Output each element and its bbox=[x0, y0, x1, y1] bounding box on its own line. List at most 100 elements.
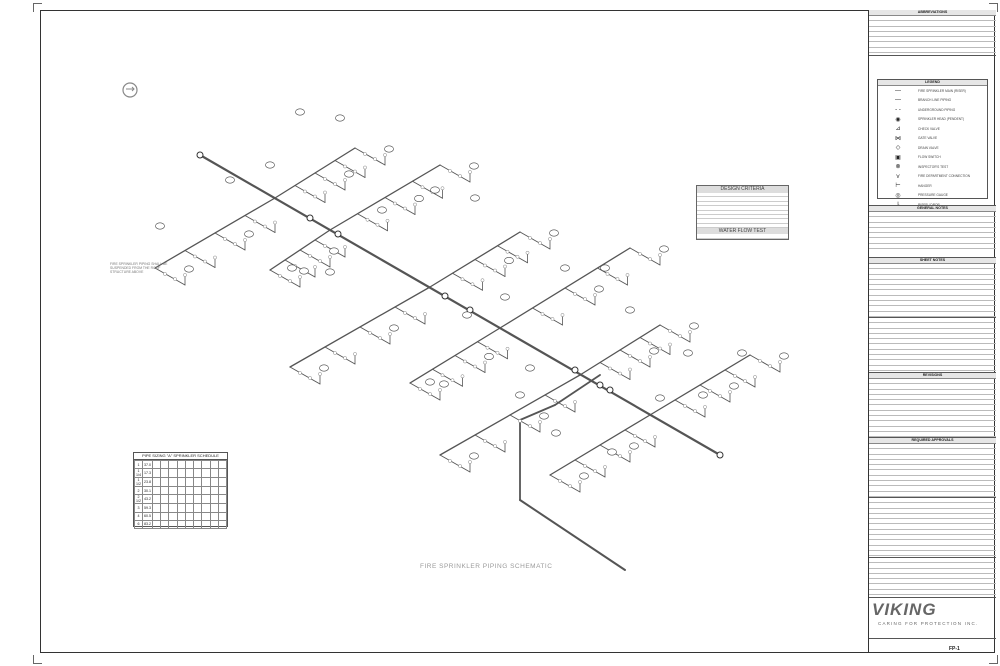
node-tag-icon bbox=[470, 194, 480, 202]
pipe-length-cell: 60.5 bbox=[142, 511, 153, 521]
sprinkler-head-icon bbox=[460, 277, 465, 282]
general-notes-title: GENERAL NOTES bbox=[869, 206, 996, 212]
node-tag-icon bbox=[737, 349, 747, 357]
legend-label: PRESSURE GAUGE bbox=[918, 193, 948, 198]
node-tag-icon bbox=[319, 364, 329, 372]
sprinkler-head-icon bbox=[353, 169, 357, 174]
legend-symbol-icon: ⋈ bbox=[895, 135, 901, 142]
branch-pipe bbox=[324, 346, 356, 365]
sprinkler-head-icon bbox=[193, 254, 197, 259]
pipe-length-cell: 59.3 bbox=[142, 503, 153, 513]
sprinkler-head-icon bbox=[525, 250, 530, 255]
company-subtitle: CARING FOR PROTECTION INC. bbox=[878, 621, 979, 626]
sprinkler-head-icon bbox=[493, 444, 497, 448]
abbreviations-section: ABBREVIATIONS bbox=[869, 10, 996, 56]
company-logo: VIKING bbox=[872, 600, 937, 619]
sprinkler-head-icon bbox=[473, 364, 477, 369]
branch-pipe bbox=[314, 239, 346, 258]
sprinkler-head-icon bbox=[468, 170, 472, 174]
sprinkler-head-icon bbox=[448, 459, 452, 463]
sprinkler-head-icon bbox=[728, 390, 732, 394]
water-flow-test-title: WATER FLOW TEST bbox=[697, 228, 788, 235]
sprinkler-head-icon bbox=[418, 387, 422, 391]
legend-label: HANGER bbox=[918, 183, 932, 188]
sprinkler-head-icon bbox=[563, 404, 567, 408]
sprinkler-head-icon bbox=[678, 334, 682, 338]
sprinkler-head-icon bbox=[503, 264, 507, 269]
branch-pipe bbox=[334, 160, 366, 178]
pipe-size-cell: 1 1/4 bbox=[134, 468, 143, 479]
legend-section: LEGEND —FIRE SPRINKLER MAIN (RISER)—BRAN… bbox=[869, 56, 996, 206]
branch-pipe bbox=[394, 306, 426, 325]
sheet-notes-title: SHEET NOTES bbox=[869, 258, 996, 264]
legend-item: ⋎FIRE DEPARTMENT CONNECTION bbox=[878, 172, 987, 182]
branch-pipe bbox=[574, 459, 606, 478]
sprinkler-head-icon bbox=[278, 274, 282, 278]
branch-pipe bbox=[599, 362, 631, 380]
sprinkler-head-icon bbox=[388, 332, 392, 336]
legend-symbol-icon: — bbox=[895, 97, 901, 104]
node-tag-icon bbox=[649, 347, 659, 355]
sprinkler-head-icon bbox=[658, 253, 662, 257]
sprinkler-head-icon bbox=[583, 297, 587, 301]
sprinkler-head-icon bbox=[393, 201, 397, 206]
pipe-fitting-icon bbox=[334, 230, 342, 238]
branch-pipe bbox=[619, 349, 651, 368]
branch-pipe bbox=[359, 326, 391, 345]
branch-pipe bbox=[549, 474, 581, 493]
legend-symbol-icon: ⊗ bbox=[895, 164, 901, 171]
sprinkler-head-icon bbox=[505, 346, 510, 351]
crop-mark bbox=[989, 655, 998, 664]
node-tag-icon bbox=[683, 349, 693, 357]
node-tag-icon bbox=[689, 322, 699, 330]
node-tag-icon bbox=[539, 412, 549, 420]
node-tag-icon bbox=[384, 145, 394, 153]
sprinkler-head-icon bbox=[618, 454, 622, 458]
sprinkler-head-icon bbox=[440, 373, 445, 378]
branch-pipe bbox=[357, 213, 388, 232]
pipe-table-title: PIPE SIZING "A" SPRINKLER SCHEDULE bbox=[134, 453, 227, 460]
branch-pipe bbox=[674, 399, 706, 418]
sprinkler-head-icon bbox=[483, 263, 487, 268]
branch-pipe bbox=[509, 414, 541, 433]
sprinkler-head-icon bbox=[668, 329, 672, 333]
sprinkler-head-icon bbox=[573, 292, 577, 296]
sprinkler-head-icon bbox=[480, 278, 485, 283]
crop-mark bbox=[33, 655, 42, 664]
branch-pipe bbox=[314, 172, 346, 191]
legend-item: ⊗INSPECTOR'S TEST bbox=[878, 162, 987, 172]
legend-label: CHECK VALVE bbox=[918, 126, 940, 131]
sprinkler-head-icon bbox=[253, 219, 257, 224]
branch-pipe bbox=[269, 269, 301, 288]
approvals-title: REQUIRED APPROVALS bbox=[869, 438, 996, 444]
node-tag-icon bbox=[329, 247, 339, 255]
node-tag-icon bbox=[551, 429, 561, 437]
sprinkler-head-icon bbox=[693, 409, 697, 413]
sprinkler-head-icon bbox=[628, 450, 632, 454]
node-tag-icon bbox=[430, 186, 440, 194]
sprinkler-head-icon bbox=[593, 469, 597, 473]
sprinkler-head-icon bbox=[733, 374, 737, 378]
sprinkler-head-icon bbox=[343, 356, 347, 360]
sprinkler-head-icon bbox=[363, 152, 367, 156]
sprinkler-head-icon bbox=[583, 464, 587, 468]
sprinkler-head-icon bbox=[368, 331, 372, 335]
node-tag-icon bbox=[184, 265, 194, 273]
sprinkler-head-icon bbox=[483, 439, 487, 443]
sprinkler-head-icon bbox=[503, 440, 507, 444]
node-tag-icon bbox=[655, 394, 665, 402]
sprinkler-head-icon bbox=[263, 224, 267, 229]
sprinkler-head-icon bbox=[560, 313, 565, 317]
sprinkler-head-icon bbox=[308, 254, 312, 258]
branch-pipe bbox=[439, 454, 471, 473]
node-tag-icon bbox=[629, 442, 639, 450]
sprinkler-head-icon bbox=[493, 268, 497, 273]
sprinkler-head-icon bbox=[743, 379, 747, 383]
sprinkler-head-icon bbox=[333, 351, 337, 355]
design-criteria-box: DESIGN CRITERIA WATER FLOW TEST bbox=[696, 185, 789, 240]
sprinkler-head-icon bbox=[628, 367, 632, 372]
legend-item: ⋈GATE VALVE bbox=[878, 134, 987, 144]
sprinkler-head-icon bbox=[758, 359, 762, 363]
sprinkler-head-icon bbox=[648, 355, 652, 359]
sprinkler-head-icon bbox=[683, 404, 687, 408]
